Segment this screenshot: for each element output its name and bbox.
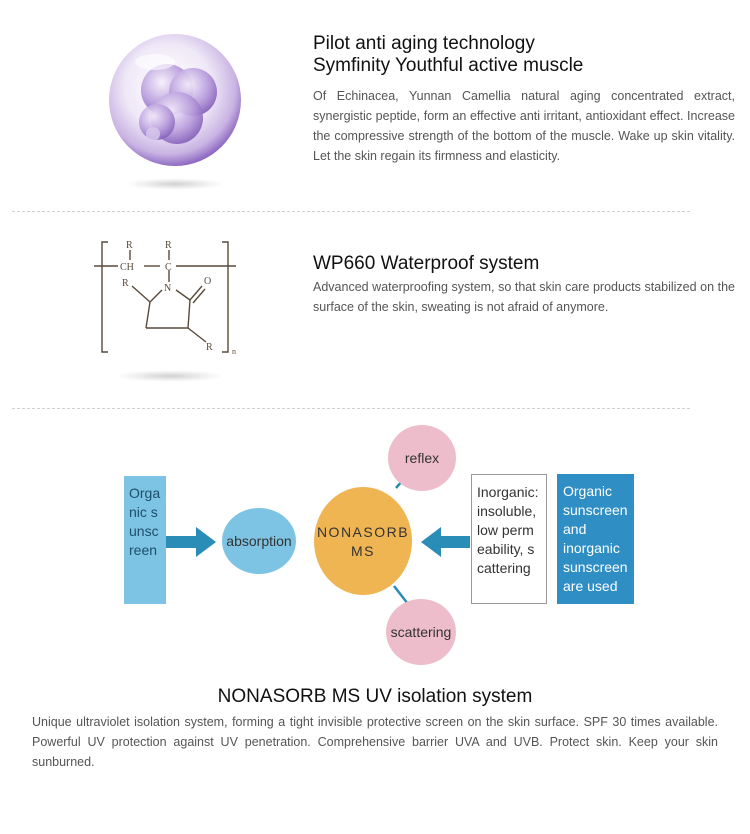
divider-2 (12, 408, 690, 409)
formula-c: C (165, 262, 172, 273)
formula-r-top-left: R (126, 240, 133, 251)
organic-sunscreen-label: Organic sunscreen (129, 485, 161, 558)
cell-sphere-illustration (105, 30, 245, 170)
inorganic-label: Inorganic: insoluble, low permeability, … (477, 484, 539, 576)
absorption-circle: absorption (222, 508, 296, 574)
formula-r-bottom: R (206, 342, 213, 353)
formula-subscript-n: n (232, 347, 236, 356)
inorganic-box: Inorganic: insoluble, low permeability, … (471, 474, 547, 604)
combined-sunscreen-label: Organic sunscreen and inorganic sunscree… (563, 483, 628, 594)
divider-1 (12, 211, 690, 212)
formula-r-left: R (122, 278, 129, 289)
nonasorb-center-circle: NONASORB MS (314, 487, 412, 595)
section2-title: WP660 Waterproof system (313, 253, 540, 274)
sphere-shadow (125, 178, 225, 190)
reflex-label: reflex (404, 450, 440, 466)
formula-ch: CH (120, 262, 134, 273)
section2-description: Advanced waterproofing system, so that s… (313, 280, 735, 314)
polymer-structure: R R CH C R N O R n (94, 240, 236, 356)
nonasorb-label-line2: MS (351, 542, 375, 559)
formula-o: O (204, 276, 211, 287)
absorption-label: absorption (226, 533, 292, 549)
formula-r-top-right: R (165, 240, 172, 251)
scattering-circle: scattering (386, 599, 456, 665)
cell-sphere-image (109, 34, 241, 166)
formula-n: N (164, 283, 171, 294)
combined-sunscreen-box: Organic sunscreen and inorganic sunscree… (557, 474, 634, 604)
section3-title: NONASORB MS UV isolation system (217, 686, 533, 707)
reflex-circle: reflex (388, 425, 456, 491)
formula-shadow (115, 370, 225, 382)
section1-title-line2: Symfinity Youthful active muscle (313, 55, 584, 76)
section1-title-line1: Pilot anti aging technology (313, 33, 535, 54)
scattering-label: scattering (390, 624, 452, 640)
section1-description: Of Echinacea, Yunnan Camellia natural ag… (313, 89, 735, 163)
section3-description: Unique ultraviolet isolation system, for… (32, 715, 718, 769)
organic-sunscreen-box: Organic sunscreen (124, 476, 166, 604)
polymer-formula-illustration: R R CH C R N O R n (92, 236, 252, 360)
nonasorb-label-line1: NONASORB (316, 523, 410, 540)
